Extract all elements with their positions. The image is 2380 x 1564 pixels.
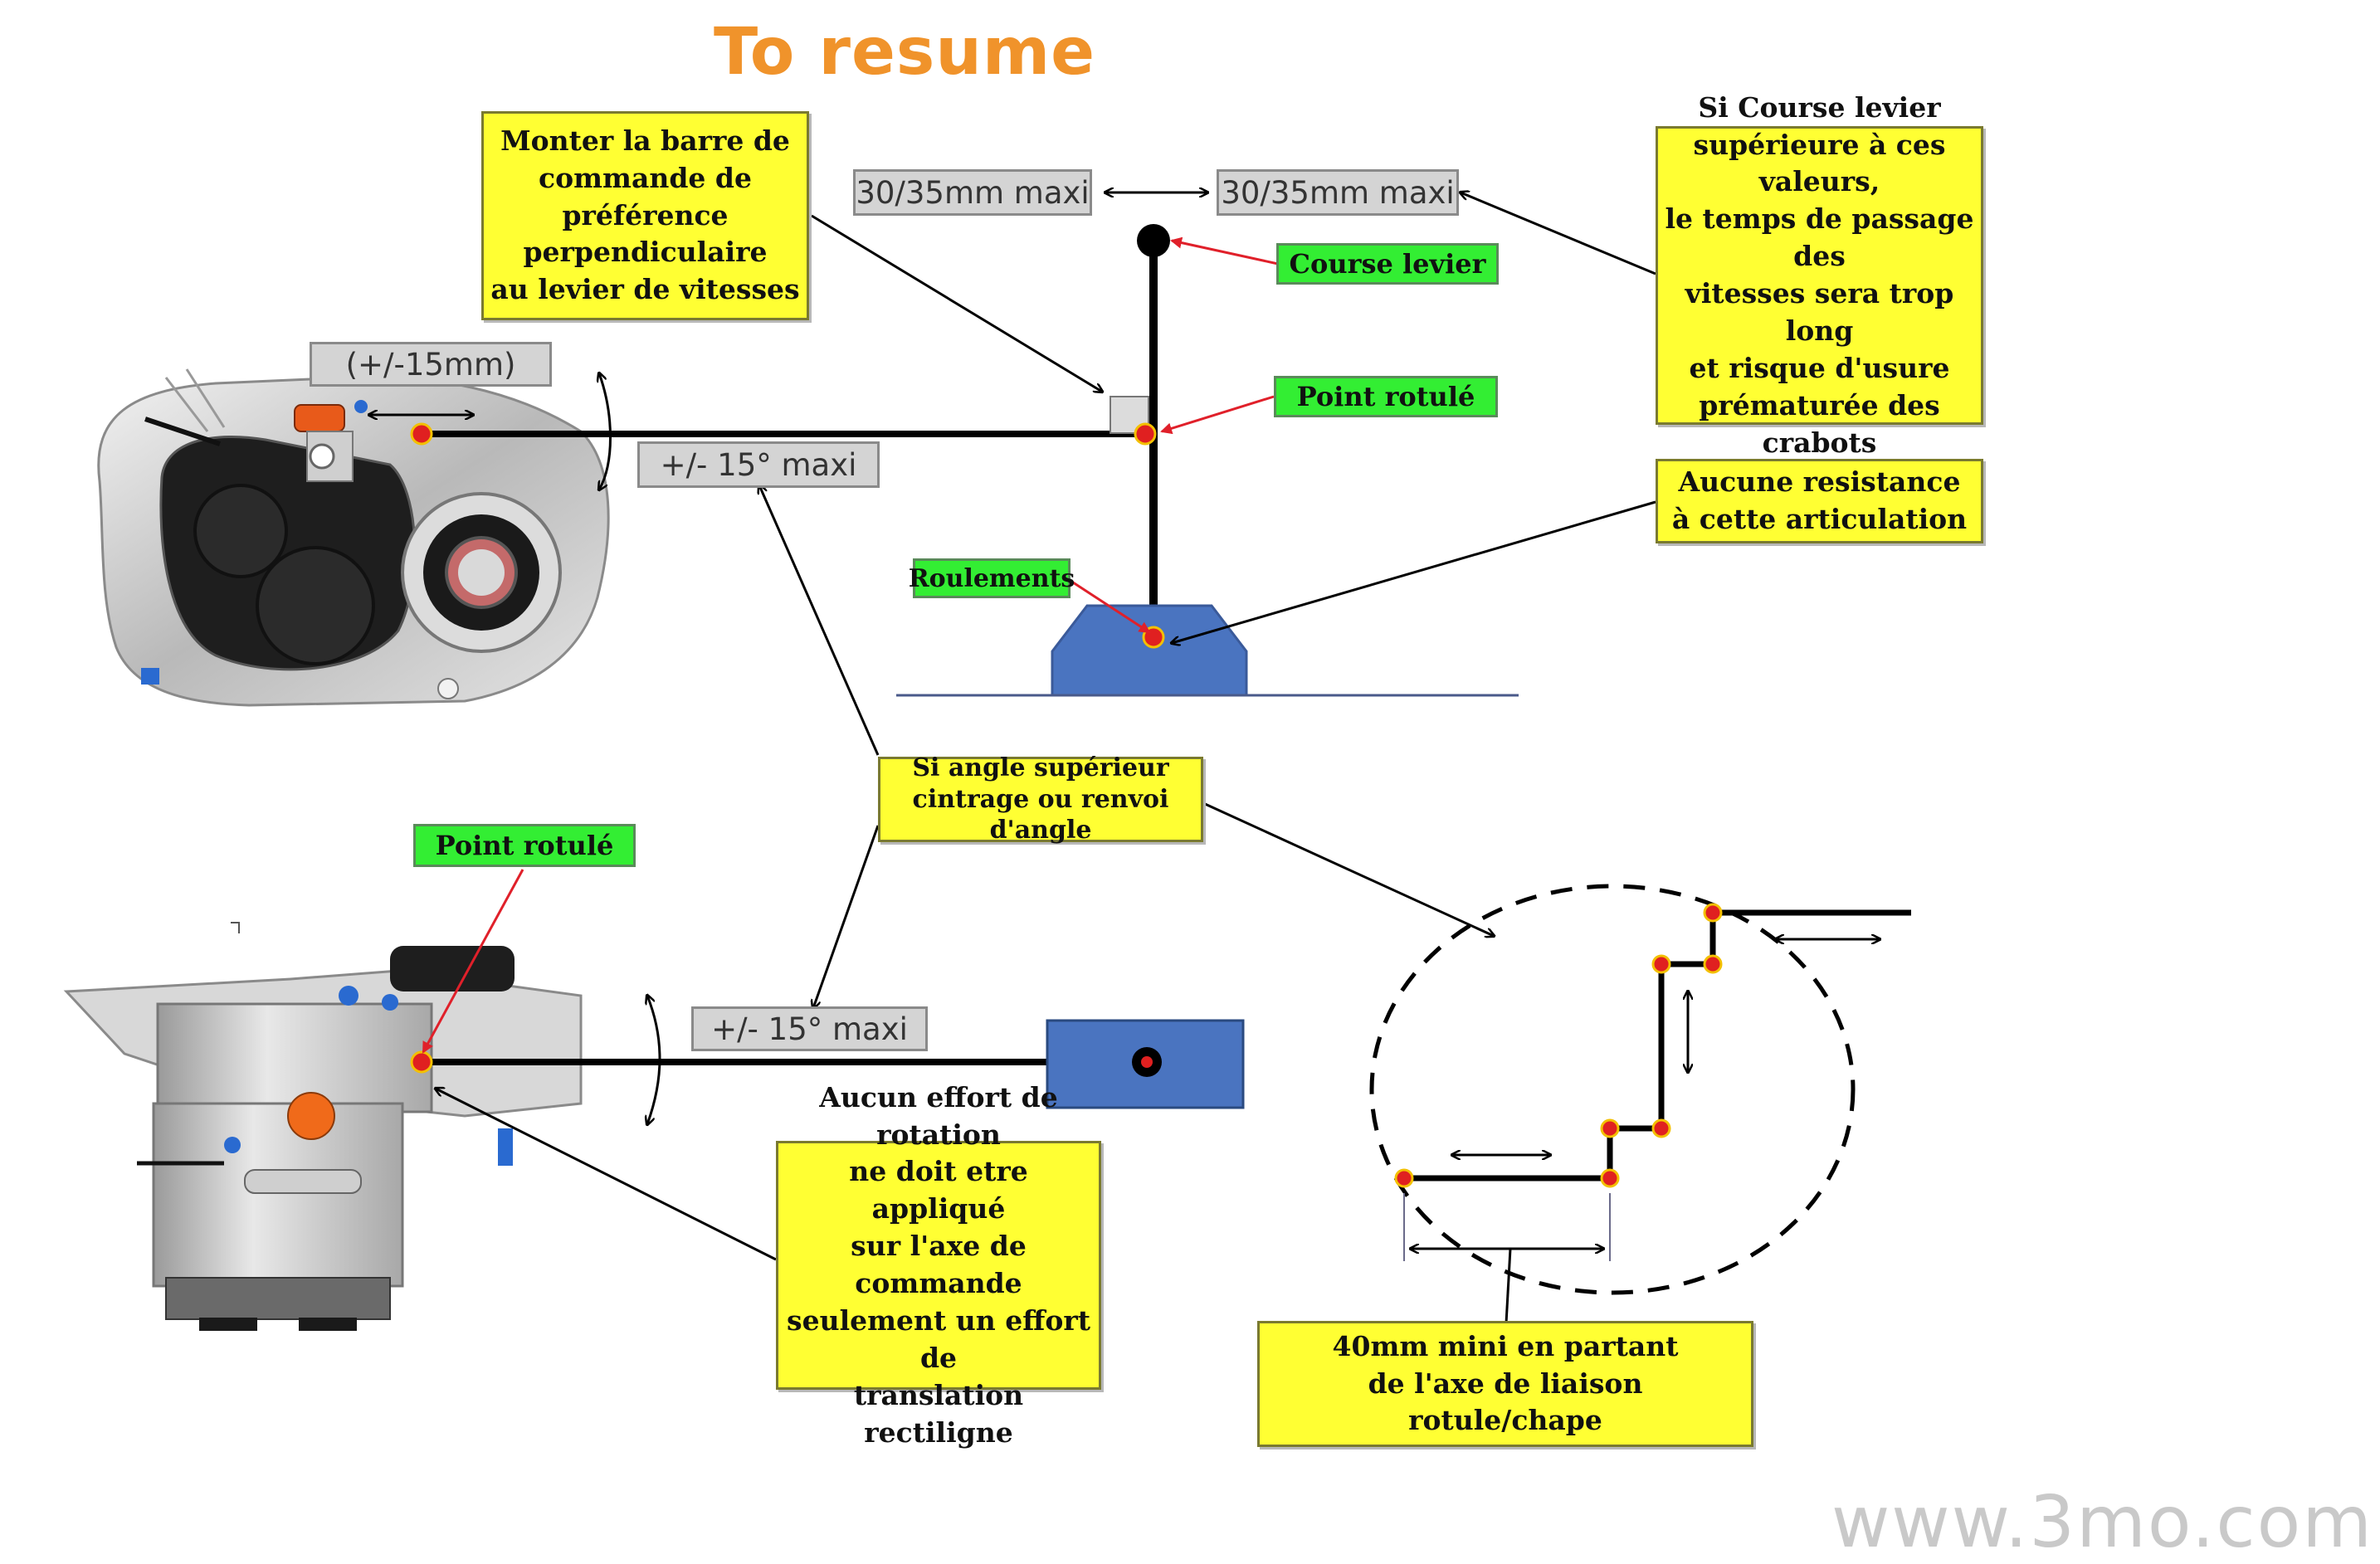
pivot-point-rotule bbox=[1134, 422, 1157, 446]
lever-base-block bbox=[1051, 604, 1248, 697]
lever-knob bbox=[1137, 224, 1170, 257]
tag-adjust-15mm: (+/-15mm) bbox=[310, 342, 552, 387]
note-aucun-effort-rotation: Aucun effort de rotation ne doit etre ap… bbox=[776, 1081, 1101, 1449]
gearbox-bottom-illustration bbox=[63, 922, 583, 1331]
tag-travel-left: 30/35mm maxi bbox=[853, 169, 1092, 216]
label-point-rotule-top: Point rotulé bbox=[1274, 376, 1498, 417]
tag-angle-top: +/- 15° maxi bbox=[637, 441, 880, 488]
pivot-rod-end bbox=[410, 422, 433, 446]
watermark-3mo: www.3mo.com bbox=[1831, 1481, 2373, 1564]
shift-pattern-path bbox=[1404, 909, 1911, 1182]
note-angle-superieur: Si angle supérieur cintrage ou renvoi d'… bbox=[878, 753, 1203, 845]
label-roulements: Roulements bbox=[909, 558, 1075, 598]
label-course-levier: Course levier bbox=[1276, 243, 1499, 285]
gearbox-top-illustration bbox=[97, 368, 610, 707]
note-course-levier: Si Course levier supérieure à ces valeur… bbox=[1656, 91, 1983, 459]
note-40mm-mini: 40mm mini en partant de l'axe de liaison… bbox=[1257, 1321, 1753, 1447]
shift-pattern-ellipse bbox=[1369, 884, 1856, 1295]
tag-angle-bottom: +/- 15° maxi bbox=[691, 1006, 928, 1051]
label-point-rotule-bottom: Point rotulé bbox=[413, 824, 636, 867]
pivot-point-rotule-bottom bbox=[410, 1050, 433, 1074]
tag-travel-right: 30/35mm maxi bbox=[1217, 169, 1459, 216]
note-barre-perpendiculaire: Monter la barre de commande de préférenc… bbox=[481, 111, 809, 320]
note-aucune-resistance: Aucune resistance à cette articulation bbox=[1656, 459, 1983, 543]
page-title: To resume bbox=[713, 15, 1096, 90]
